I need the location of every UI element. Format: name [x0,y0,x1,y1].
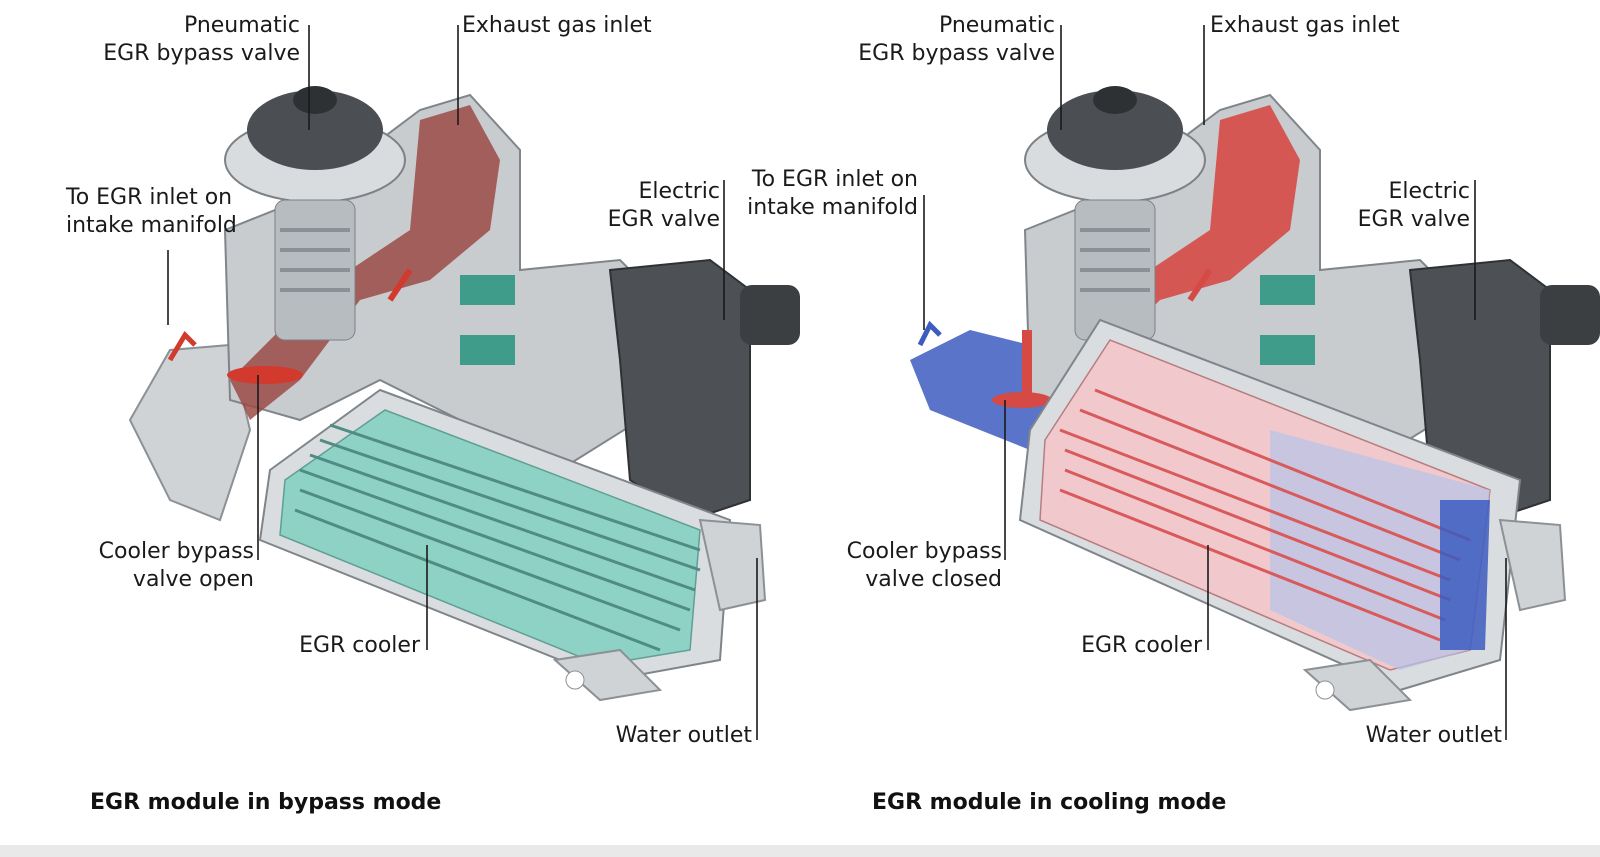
label-pneumatic-bypass-valve: Pneumatic EGR bypass valve [855,12,1055,68]
label-cooler-bypass-valve: Cooler bypass valve closed [810,538,1002,594]
label-exhaust-gas-inlet: Exhaust gas inlet [462,13,652,38]
panel-bypass-mode: Pneumatic EGR bypass valve Exhaust gas i… [60,12,800,815]
label-line: Pneumatic [183,13,300,38]
label-electric-egr-valve: Electric EGR valve [560,178,720,234]
label-exhaust-gas-inlet: Exhaust gas inlet [1210,13,1400,38]
footer-bar [0,845,1600,857]
label-line: intake manifold [66,213,237,238]
label-line: Pneumatic [938,13,1055,38]
label-line: valve open [132,567,254,592]
label-line: EGR valve [607,207,720,232]
label-line: valve closed [865,567,1002,592]
egr-module-cooling-illustration [910,25,1600,740]
label-water-outlet: Water outlet [615,723,752,748]
label-egr-cooler: EGR cooler [299,633,420,658]
label-line: Cooler bypass [846,539,1002,564]
label-line: EGR valve [1357,207,1470,232]
label-pneumatic-bypass-valve: Pneumatic EGR bypass valve [100,12,300,68]
panel-cooling-mode: Pneumatic EGR bypass valve Exhaust gas i… [747,0,1600,857]
label-cooler-bypass-valve: Cooler bypass valve open [60,538,254,594]
label-line: Electric [638,179,720,204]
caption-cooling-mode: EGR module in cooling mode [872,790,1227,815]
label-egr-inlet: To EGR inlet on intake manifold [740,166,918,222]
label-line: EGR bypass valve [103,41,300,66]
label-line: Cooler bypass [98,539,254,564]
label-egr-inlet: To EGR inlet on intake manifold [66,184,237,240]
caption-bypass-mode: EGR module in bypass mode [90,790,442,815]
label-line: To EGR inlet on [66,185,233,210]
label-line: To EGR inlet on [751,167,918,192]
label-line: intake manifold [747,195,918,220]
label-water-outlet: Water outlet [1365,723,1502,748]
label-egr-cooler: EGR cooler [1081,633,1202,658]
egr-module-bypass-illustration [128,25,800,740]
label-line: EGR bypass valve [858,41,1055,66]
label-electric-egr-valve: Electric EGR valve [1310,178,1470,234]
label-line: Electric [1388,179,1470,204]
